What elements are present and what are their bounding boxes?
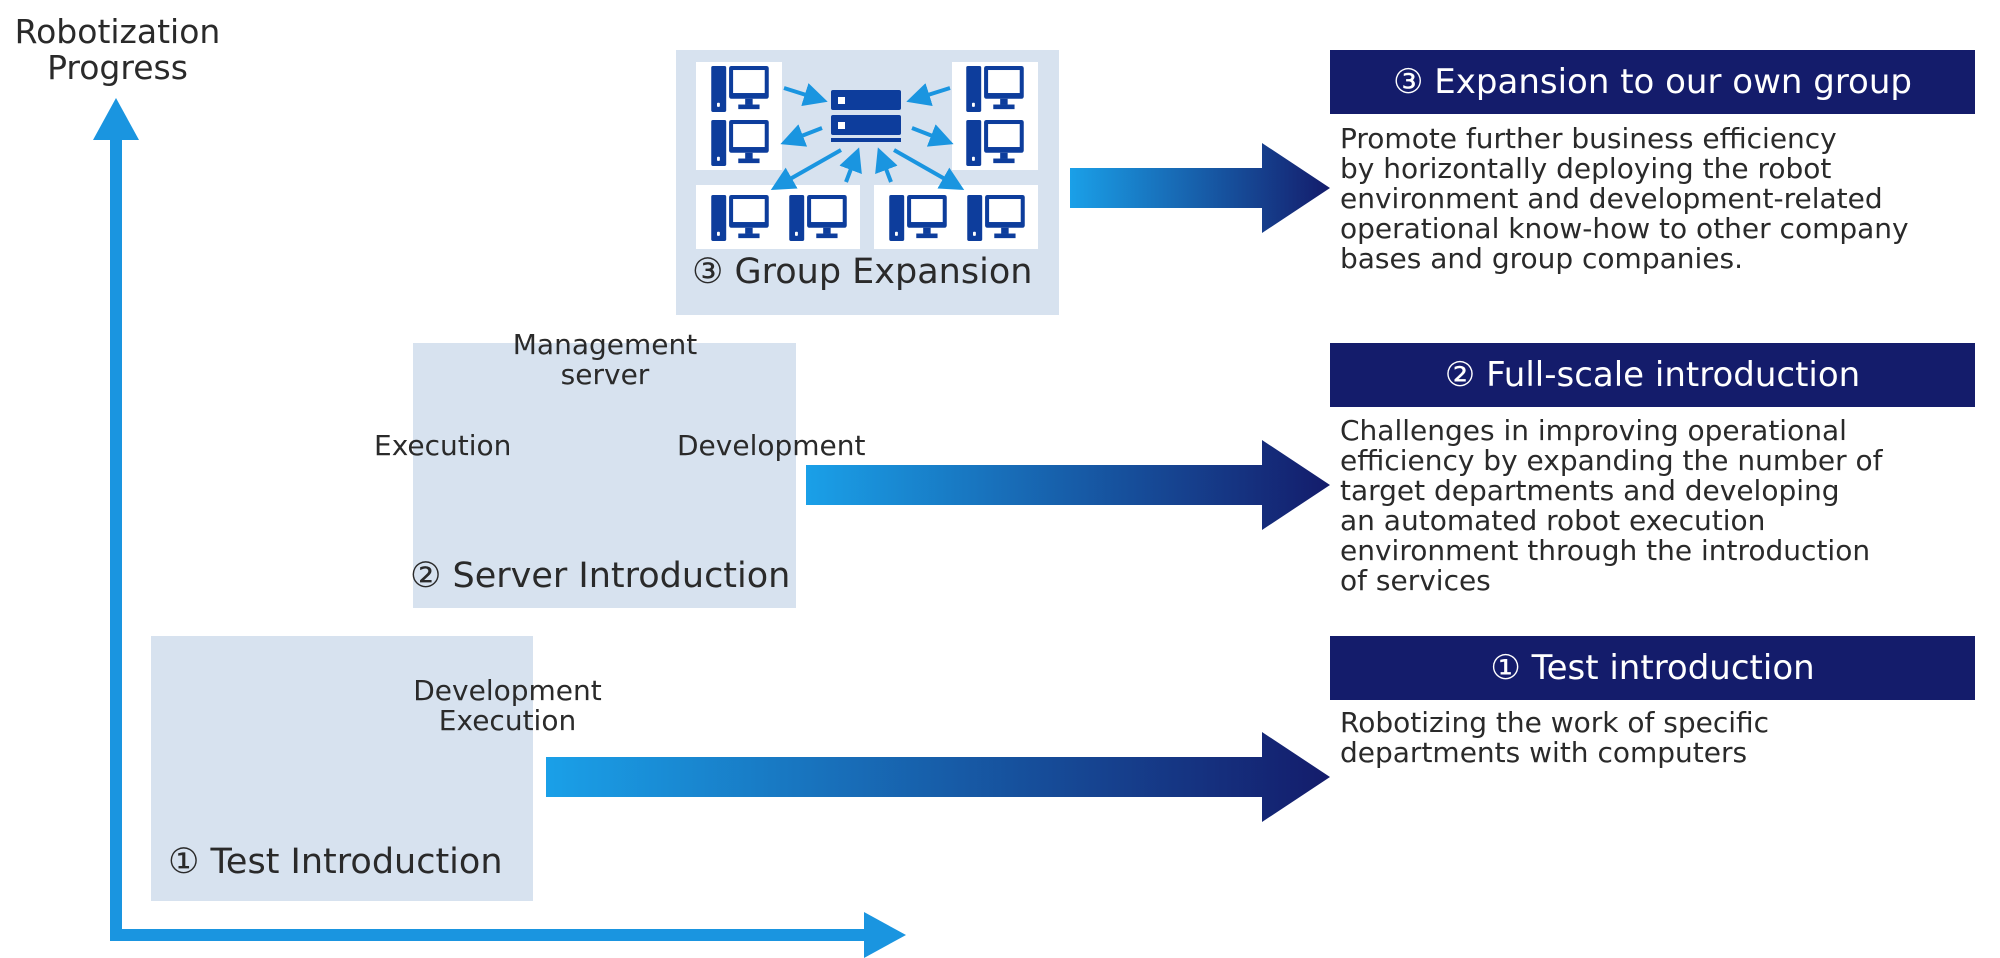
stage-1-panel xyxy=(151,636,533,901)
development-direction-label: Development xyxy=(677,429,866,462)
progress-axis xyxy=(93,98,906,958)
stage-2-panel-label: ② Server Introduction xyxy=(410,556,791,596)
stage-2-arrow xyxy=(806,440,1330,530)
stage-3-arrow xyxy=(1070,143,1330,233)
execution-label: Execution xyxy=(438,704,577,737)
stage-1-description: Robotizing the work of specific departme… xyxy=(1340,706,1770,769)
stage-arrows xyxy=(546,143,1330,822)
y-axis-label: Robotization Progress xyxy=(14,12,221,87)
stage-3-header: ③ Expansion to our own group xyxy=(1330,50,1975,114)
stage-1-header: ① Test introduction xyxy=(1330,636,1975,700)
group-network-diagram xyxy=(696,62,1038,249)
stage-2-description: Challenges in improving operational effi… xyxy=(1340,414,1883,597)
stage-3-description: Promote further business efficiency by h… xyxy=(1340,122,1909,275)
stage-2-panel xyxy=(413,343,796,608)
y-axis-arrowhead xyxy=(93,98,139,140)
group-server-icon xyxy=(831,90,901,142)
x-axis-arrowhead xyxy=(864,912,906,958)
stage-2-header: ② Full-scale introduction xyxy=(1330,343,1975,407)
stage-1-panel-label: ① Test Introduction xyxy=(168,842,503,882)
stage-1-arrow xyxy=(546,732,1330,822)
stage-3-panel-label: ③ Group Expansion xyxy=(692,252,1033,292)
execution-direction-label: Execution xyxy=(374,429,512,462)
development-label: Development xyxy=(413,674,602,707)
stage-1-pc-label: Development Execution xyxy=(400,676,615,736)
management-server-label: Management server xyxy=(512,328,698,391)
